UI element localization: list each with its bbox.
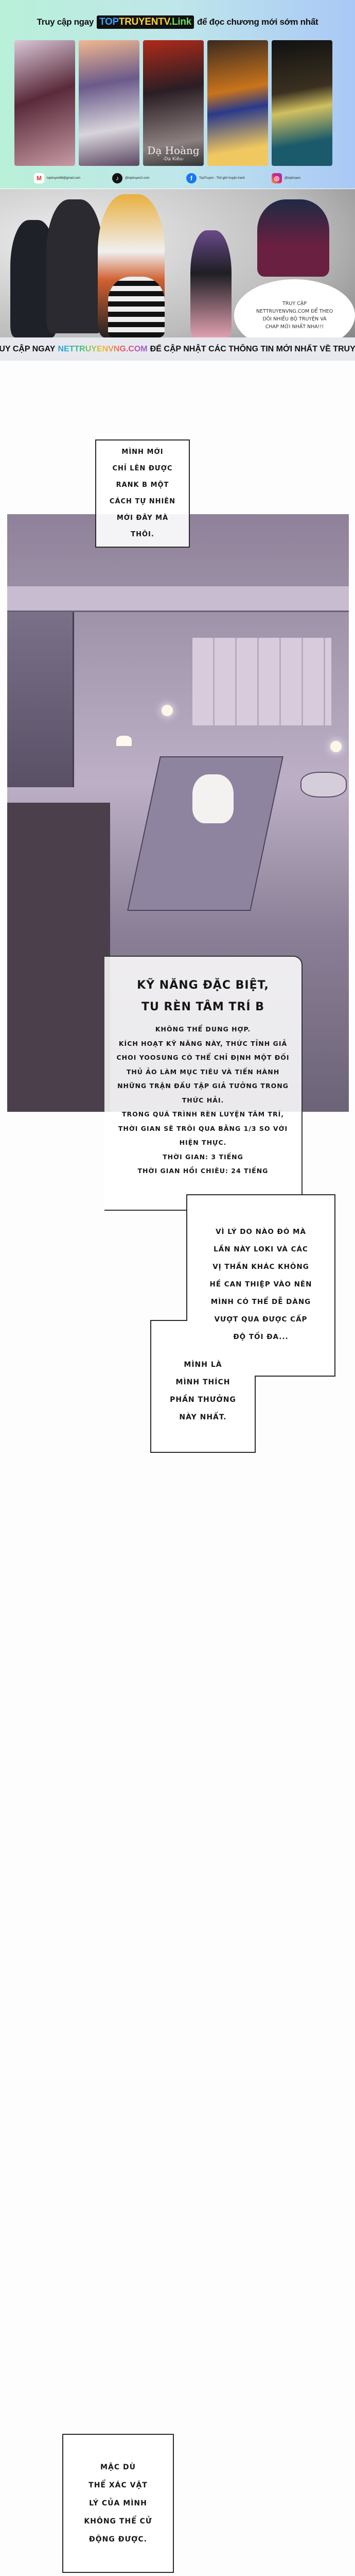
narration-box-outline bbox=[150, 1194, 335, 1453]
gmail-icon: M bbox=[34, 173, 44, 183]
cover-title: Dạ Hoàng bbox=[147, 144, 200, 157]
narration-line: VÌ LÝ DO NÀO ĐÓ MÀ bbox=[216, 1228, 306, 1236]
narration-line: MỚI ĐÂY MÀ bbox=[116, 514, 169, 522]
narration-line: PHẦN THƯỞNG bbox=[170, 1396, 236, 1404]
narration-line: NÀY NHẤT. bbox=[179, 1413, 227, 1421]
narration-box: MÌNH MỚI CHỈ LÊN ĐƯỢC RANK B MỘT CÁCH TỰ… bbox=[95, 439, 190, 548]
bubble-line: TRUY CẬP bbox=[282, 301, 307, 307]
social-label: @toptruyen bbox=[285, 177, 301, 180]
character-art bbox=[108, 277, 165, 337]
cover-image[interactable] bbox=[272, 40, 332, 166]
cover-image[interactable] bbox=[79, 40, 139, 166]
cover-image[interactable] bbox=[207, 40, 268, 166]
promo-prefix: Truy cập ngay bbox=[37, 17, 94, 27]
social-label: toptruyen88@gmail.com bbox=[47, 177, 81, 180]
lamp bbox=[162, 705, 173, 716]
narration-line: ĐỘNG ĐƯỢC. bbox=[89, 2535, 147, 2544]
skill-desc-line: THỦ ẢO LÀM MỤC TIÊU VÀ TIẾN HÀNH bbox=[126, 1067, 280, 1076]
narration-line: MÌNH CÓ THỂ DỄ DÀNG bbox=[210, 1298, 311, 1306]
narration-line: ĐỘ TỐI ĐA... bbox=[233, 1333, 289, 1341]
narration-box-shape bbox=[150, 1194, 335, 1453]
social-label: @toptruyen2.com bbox=[125, 177, 150, 180]
narration-line: MÌNH LÀ bbox=[184, 1361, 222, 1369]
skill-desc-line: TRONG QUÁ TRÌNH RÈN LUYỆN TÂM TRÍ, bbox=[122, 1110, 284, 1118]
social-tiktok[interactable]: ♪@toptruyen2.com bbox=[112, 173, 149, 183]
narration-line: MẶC DÙ bbox=[100, 2463, 136, 2471]
character-art bbox=[257, 199, 329, 277]
character bbox=[192, 774, 234, 823]
skill-desc-line: NHỮNG TRẬN ĐẤU TẬP GIẢ TƯỞNG TRONG bbox=[117, 1082, 289, 1090]
floor-lamp bbox=[116, 736, 132, 746]
bookshelf bbox=[7, 612, 74, 787]
site-link[interactable]: NETTRUYENVNG.COM bbox=[58, 344, 148, 353]
narration-line: MÌNH MỚI bbox=[121, 448, 164, 456]
ceiling-beam bbox=[7, 586, 349, 612]
skill-desc-line: KÍCH HOẠT KỸ NĂNG NÀY, THỨC TỈNH GIẢ bbox=[118, 1039, 288, 1047]
caption-prefix: TRUY CẬP NGAY bbox=[0, 344, 56, 353]
bubble-line: CHAP MỚI NHẤT NHA!!! bbox=[265, 324, 324, 330]
narration-line: RANK B MỘT bbox=[116, 481, 169, 489]
skill-desc-line: THỜI GIAN SẼ TRÔI QUA BẰNG 1/3 SO VỚI bbox=[118, 1124, 288, 1132]
nightstand bbox=[300, 772, 347, 798]
narration-line: THÔI. bbox=[131, 531, 154, 538]
brand-part: TOP bbox=[99, 16, 119, 27]
narration-line: THỂ XÁC VẬT bbox=[88, 2481, 148, 2489]
character-art bbox=[190, 230, 232, 337]
narration-line: HỀ CAN THIỆP VÀO NÊN bbox=[209, 1280, 312, 1289]
narration-line: VỊ THẦN KHÁC KHÔNG bbox=[212, 1263, 309, 1271]
skill-desc-line: CHOI YOOSUNG CÓ THỂ CHỈ ĐỊNH MỘT ĐỐI bbox=[116, 1054, 290, 1061]
brand-logo[interactable]: TOPTRUYENTV.Link bbox=[97, 15, 194, 29]
narration-box: MÌNH LÀ MÌNH THÍCH PHẦN THƯỞNG NÀY NHẤT. bbox=[151, 1352, 255, 1430]
skill-desc-line: THỨC HẢI. bbox=[182, 1096, 224, 1104]
site-banner[interactable]: TRUY CẬP NETTRUYENVNG.COM ĐỂ THEO DÕI NH… bbox=[0, 189, 355, 361]
wall-panels bbox=[192, 638, 331, 725]
caption-suffix: ĐỂ CẬP NHẬT CÁC THÔNG TIN MỚI NHẤT VỀ TR… bbox=[150, 344, 355, 353]
skill-window: KỸ NĂNG ĐẶC BIỆT, TU RÈN TÂM TRÍ B KHÔNG… bbox=[104, 956, 303, 1211]
skill-title: KỸ NĂNG ĐẶC BIỆT, bbox=[137, 979, 269, 992]
instagram-icon: ◎ bbox=[272, 173, 282, 183]
skill-desc-line: THỜI GIAN: 3 TIẾNG bbox=[163, 1153, 243, 1161]
narration-line: VƯỢT QUA ĐƯỢC CẤP bbox=[214, 1315, 308, 1324]
skill-desc-line: THỜI GIAN HỒI CHIÊU: 24 TIẾNG bbox=[137, 1167, 269, 1175]
brand-part: .Link bbox=[169, 16, 191, 27]
cover-image[interactable] bbox=[14, 40, 75, 166]
skill-desc-line: HIỆN THỰC. bbox=[179, 1139, 227, 1146]
narration-box: MẶC DÙ THỂ XÁC VẬT LÝ CỦA MÌNH KHÔNG THỂ… bbox=[62, 2434, 174, 2573]
social-instagram[interactable]: ◎@toptruyen bbox=[272, 173, 300, 183]
narration-line: MÌNH THÍCH bbox=[175, 1378, 230, 1386]
narration-line: LẦN NÀY LOKI VÀ CÁC bbox=[214, 1245, 308, 1253]
narration-line: CÁCH TỰ NHIÊN bbox=[109, 498, 176, 505]
tiktok-icon: ♪ bbox=[112, 173, 122, 183]
lamp bbox=[330, 741, 342, 752]
floor bbox=[7, 803, 110, 1112]
bubble-line: NETTRUYENVNG.COM ĐỂ THEO bbox=[256, 309, 333, 314]
skill-title: TU RÈN TÂM TRÍ B bbox=[141, 1001, 264, 1013]
skill-desc-line: KHÔNG THỂ DUNG HỢP. bbox=[155, 1025, 251, 1033]
narration-line: LÝ CỦA MÌNH bbox=[89, 2499, 147, 2507]
site-caption: TRUY CẬP NGAY NETTRUYENVNG.COM ĐỂ CẬP NH… bbox=[0, 337, 355, 361]
character-art bbox=[46, 199, 103, 333]
cover-caption: -Dạ Kiêu- bbox=[163, 157, 184, 162]
narration-line: CHỈ LÊN ĐƯỢC bbox=[112, 465, 173, 472]
facebook-icon: f bbox=[186, 173, 197, 183]
promo-suffix: để đọc chương mới sớm nhất bbox=[197, 17, 318, 27]
brand-part: TRUYENTV bbox=[118, 16, 170, 27]
narration-box: VÌ LÝ DO NÀO ĐÓ MÀ LẦN NÀY LOKI VÀ CÁC V… bbox=[187, 1195, 335, 1349]
bubble-line: DÕI NHIỀU BỘ TRUYỆN VÀ bbox=[262, 316, 327, 322]
cover-image[interactable]: Dạ Hoàng -Dạ Kiêu- bbox=[143, 40, 204, 166]
narration-line: KHÔNG THỂ CỬ bbox=[84, 2517, 152, 2526]
social-label: TopTruyen - Thế giới truyện tranh bbox=[199, 177, 245, 180]
